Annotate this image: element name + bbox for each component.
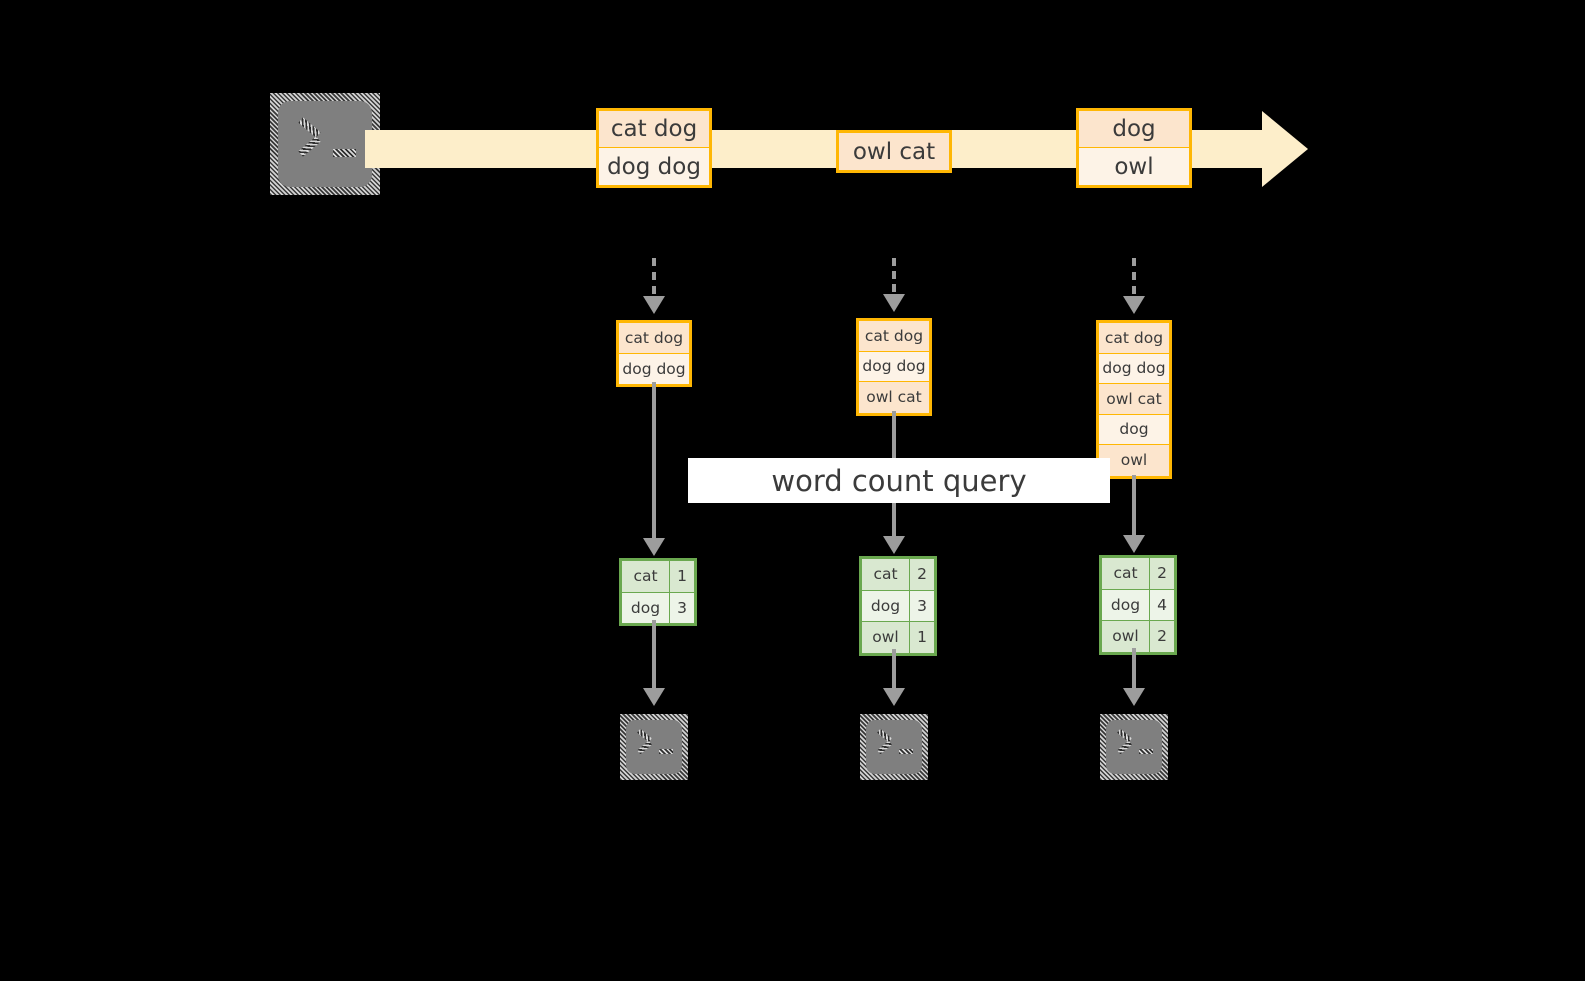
snapshot-3-query-line <box>1132 475 1136 537</box>
stream-event-3: dog owl <box>1076 108 1192 188</box>
snapshot-2-output-row: cat 2 <box>862 559 934 591</box>
prompt-chevron-lower <box>298 136 321 157</box>
snapshot-2-output-row: dog 3 <box>862 590 934 622</box>
stream-event-3-line-2: owl <box>1079 148 1189 185</box>
snapshot-2-tap-arrowhead <box>883 294 905 312</box>
snapshot-1-input-row: cat dog <box>619 323 689 354</box>
snapshot-1-query-arrowhead <box>643 538 665 556</box>
stream-event-2-line-1: owl cat <box>839 133 949 170</box>
word-cell: dog <box>622 592 670 623</box>
count-cell: 2 <box>1150 621 1174 652</box>
snapshot-3-input-row: owl cat <box>1099 384 1169 415</box>
word-cell: owl <box>1102 621 1150 652</box>
snapshot-2-input-row: dog dog <box>859 351 929 382</box>
word-cell: dog <box>1102 589 1150 620</box>
count-cell: 3 <box>670 592 694 623</box>
prompt-chevron-lower <box>637 740 652 755</box>
word-cell: dog <box>862 590 910 621</box>
snapshot-3-sink-terminal-icon <box>1100 714 1168 780</box>
snapshot-1-sink-arrowhead <box>643 688 665 706</box>
snapshot-3-input-row: dog <box>1099 414 1169 445</box>
stream-event-1-line-1: cat dog <box>599 111 709 148</box>
snapshot-1-output-row: cat 1 <box>622 561 694 593</box>
snapshot-1-query-line <box>652 382 656 540</box>
word-cell: owl <box>862 622 910 653</box>
snapshot-1-tap-line <box>652 258 656 294</box>
prompt-cursor <box>899 749 913 754</box>
snapshot-1-output-row: dog 3 <box>622 592 694 623</box>
snapshot-3-output-table: cat 2 dog 4 owl 2 <box>1099 555 1177 655</box>
snapshot-3-output-row: owl 2 <box>1102 621 1174 652</box>
prompt-chevron-upper <box>298 117 321 138</box>
stream-event-1: cat dog dog dog <box>596 108 712 188</box>
prompt-cursor <box>659 749 673 754</box>
snapshot-2-output-row: owl 1 <box>862 622 934 653</box>
snapshot-3-sink-line <box>1132 648 1136 690</box>
stream-event-1-line-2: dog dog <box>599 148 709 185</box>
snapshot-2-tap-line <box>892 258 896 292</box>
count-cell: 2 <box>910 559 934 590</box>
count-cell: 3 <box>910 590 934 621</box>
snapshot-2-input-row: cat dog <box>859 321 929 352</box>
query-label-band: word count query <box>688 458 1110 503</box>
prompt-chevron-lower <box>1117 740 1132 755</box>
snapshot-3-input-table: cat dog dog dog owl cat dog owl <box>1096 320 1172 479</box>
snapshot-2-sink-line <box>892 649 896 690</box>
source-terminal-icon <box>270 93 380 195</box>
snapshot-1-sink-terminal-icon <box>620 714 688 780</box>
prompt-cursor <box>333 149 356 157</box>
snapshot-3-input-row: cat dog <box>1099 323 1169 354</box>
snapshot-2-output-table: cat 2 dog 3 owl 1 <box>859 556 937 656</box>
query-label-text: word count query <box>771 463 1027 498</box>
count-cell: 1 <box>670 561 694 592</box>
stream-arrowhead <box>1262 111 1308 187</box>
snapshot-3-sink-arrowhead <box>1123 688 1145 706</box>
snapshot-3-output-row: cat 2 <box>1102 558 1174 590</box>
prompt-chevron-upper <box>1117 728 1132 743</box>
snapshot-1-tap-arrowhead <box>643 296 665 314</box>
snapshot-1-input-row: dog dog <box>619 353 689 384</box>
count-cell: 2 <box>1150 558 1174 589</box>
count-cell: 1 <box>910 622 934 653</box>
stream-event-2: owl cat <box>836 130 952 173</box>
prompt-cursor <box>1139 749 1153 754</box>
prompt-chevron-lower <box>877 740 892 755</box>
snapshot-3-query-arrowhead <box>1123 535 1145 553</box>
prompt-chevron-upper <box>637 728 652 743</box>
stream-event-3-line-1: dog <box>1079 111 1189 148</box>
snapshot-2-sink-arrowhead <box>883 688 905 706</box>
snapshot-3-tap-line <box>1132 258 1136 294</box>
snapshot-2-sink-terminal-icon <box>860 714 928 780</box>
sink-terminal-screen <box>1106 720 1162 774</box>
snapshot-2-query-arrowhead <box>883 536 905 554</box>
count-cell: 4 <box>1150 589 1174 620</box>
sink-terminal-screen <box>626 720 682 774</box>
word-cell: cat <box>1102 558 1150 589</box>
word-cell: cat <box>622 561 670 592</box>
prompt-chevron-upper <box>877 728 892 743</box>
snapshot-1-input-table: cat dog dog dog <box>616 320 692 387</box>
snapshot-3-input-row: owl <box>1099 445 1169 476</box>
source-terminal-screen <box>278 101 372 187</box>
snapshot-2-input-table: cat dog dog dog owl cat <box>856 318 932 416</box>
snapshot-1-sink-line <box>652 620 656 690</box>
word-cell: cat <box>862 559 910 590</box>
sink-terminal-screen <box>866 720 922 774</box>
snapshot-2-input-row: owl cat <box>859 382 929 413</box>
snapshot-3-output-row: dog 4 <box>1102 589 1174 621</box>
snapshot-3-input-row: dog dog <box>1099 353 1169 384</box>
snapshot-3-tap-arrowhead <box>1123 296 1145 314</box>
snapshot-1-output-table: cat 1 dog 3 <box>619 558 697 626</box>
